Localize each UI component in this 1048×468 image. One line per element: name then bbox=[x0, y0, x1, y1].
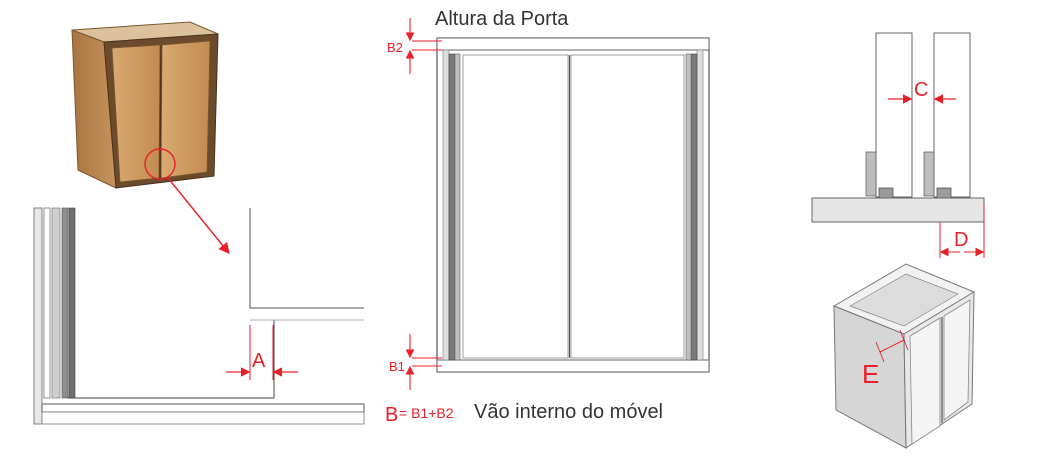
gray-cabinet-illustration bbox=[832, 263, 976, 449]
internal-span-label: Vão interno do móvel bbox=[474, 401, 663, 423]
dim-label-b2: B2 bbox=[387, 40, 403, 55]
dim-label-e: E bbox=[862, 359, 879, 389]
wood-cabinet-illustration bbox=[71, 21, 219, 189]
front-elevation-view bbox=[405, 18, 710, 390]
formula-b-expression: = B1+B2 bbox=[399, 405, 454, 421]
dim-label-c: C bbox=[914, 79, 928, 101]
formula-b-symbol: B bbox=[385, 404, 398, 426]
door-height-title: Altura da Porta bbox=[435, 8, 569, 30]
dim-label-a: A bbox=[252, 350, 266, 372]
gap-detail-view bbox=[33, 207, 365, 425]
dim-label-d: D bbox=[954, 229, 968, 251]
detail-pointer-arrow bbox=[167, 177, 230, 255]
section-view-cd bbox=[811, 32, 985, 258]
dim-label-b1: B1 bbox=[389, 359, 405, 374]
detail-circle bbox=[144, 148, 176, 180]
